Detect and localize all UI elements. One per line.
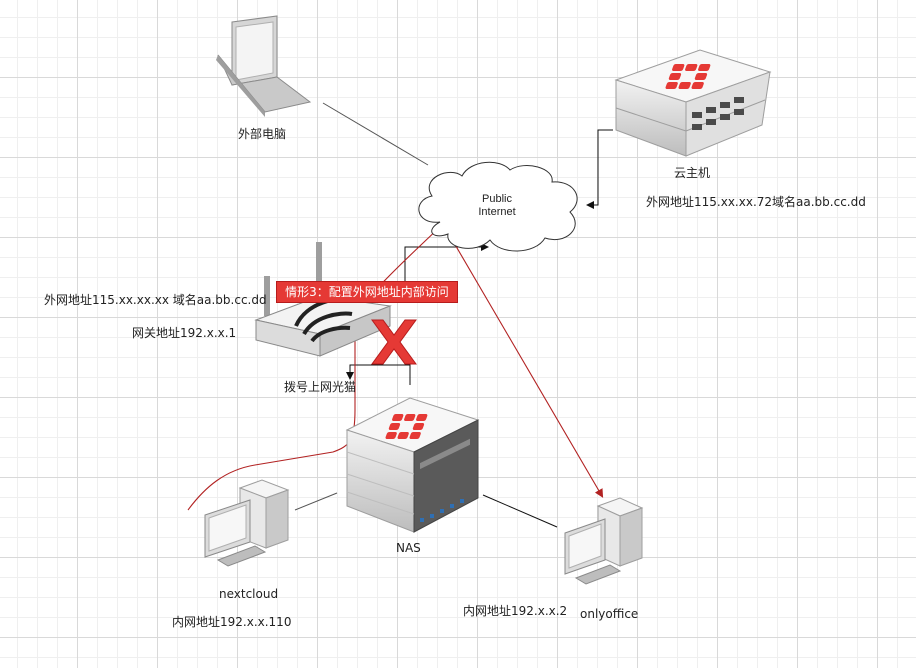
internet-cloud-line1: Public: [482, 193, 512, 205]
cloud-host-address: 外网地址115.xx.xx.72域名aa.bb.cc.dd: [646, 195, 866, 209]
nas-to-nextcloud-line: [294, 492, 338, 511]
onlyoffice-label: onlyoffice: [580, 607, 639, 621]
nextcloud-address: 内网地址192.x.x.110: [172, 615, 292, 629]
router-gateway-address: 网关地址192.x.x.1: [132, 326, 237, 340]
cloud-server-icon: [614, 49, 772, 157]
cloud-host-label: 云主机: [674, 166, 711, 180]
nas-label: NAS: [396, 541, 421, 555]
router-wan-address: 外网地址115.xx.xx.xx 域名aa.bb.cc.dd: [44, 293, 267, 307]
internet-cloud-line2: Internet: [478, 206, 516, 218]
laptop-to-internet-line: [322, 102, 429, 166]
desktop-pc-icon: [564, 497, 644, 585]
internet-cloud-icon: [418, 161, 578, 252]
cloudhost-to-internet-line: [586, 129, 613, 209]
nas-to-onlyoffice-line: [482, 494, 558, 528]
internet-to-onlyoffice-path: [442, 223, 604, 498]
scenario-banner: 情形3：配置外网地址内部访问: [276, 281, 458, 303]
brand-logo-icon: [665, 64, 711, 89]
router-label: 拨号上网光猫: [284, 380, 357, 394]
onlyoffice-address: 内网地址192.x.x.2: [463, 604, 568, 618]
internet-cloud-label: Public Internet: [470, 193, 524, 219]
nas-server-icon: [345, 397, 480, 533]
nas-to-router-line: [346, 364, 411, 385]
nextcloud-label: nextcloud: [219, 587, 279, 601]
laptop-icon: [216, 15, 312, 117]
desktop-pc-icon: [204, 479, 290, 567]
external-pc-label: 外部电脑: [238, 127, 287, 141]
blocked-x-icon: [371, 319, 417, 365]
